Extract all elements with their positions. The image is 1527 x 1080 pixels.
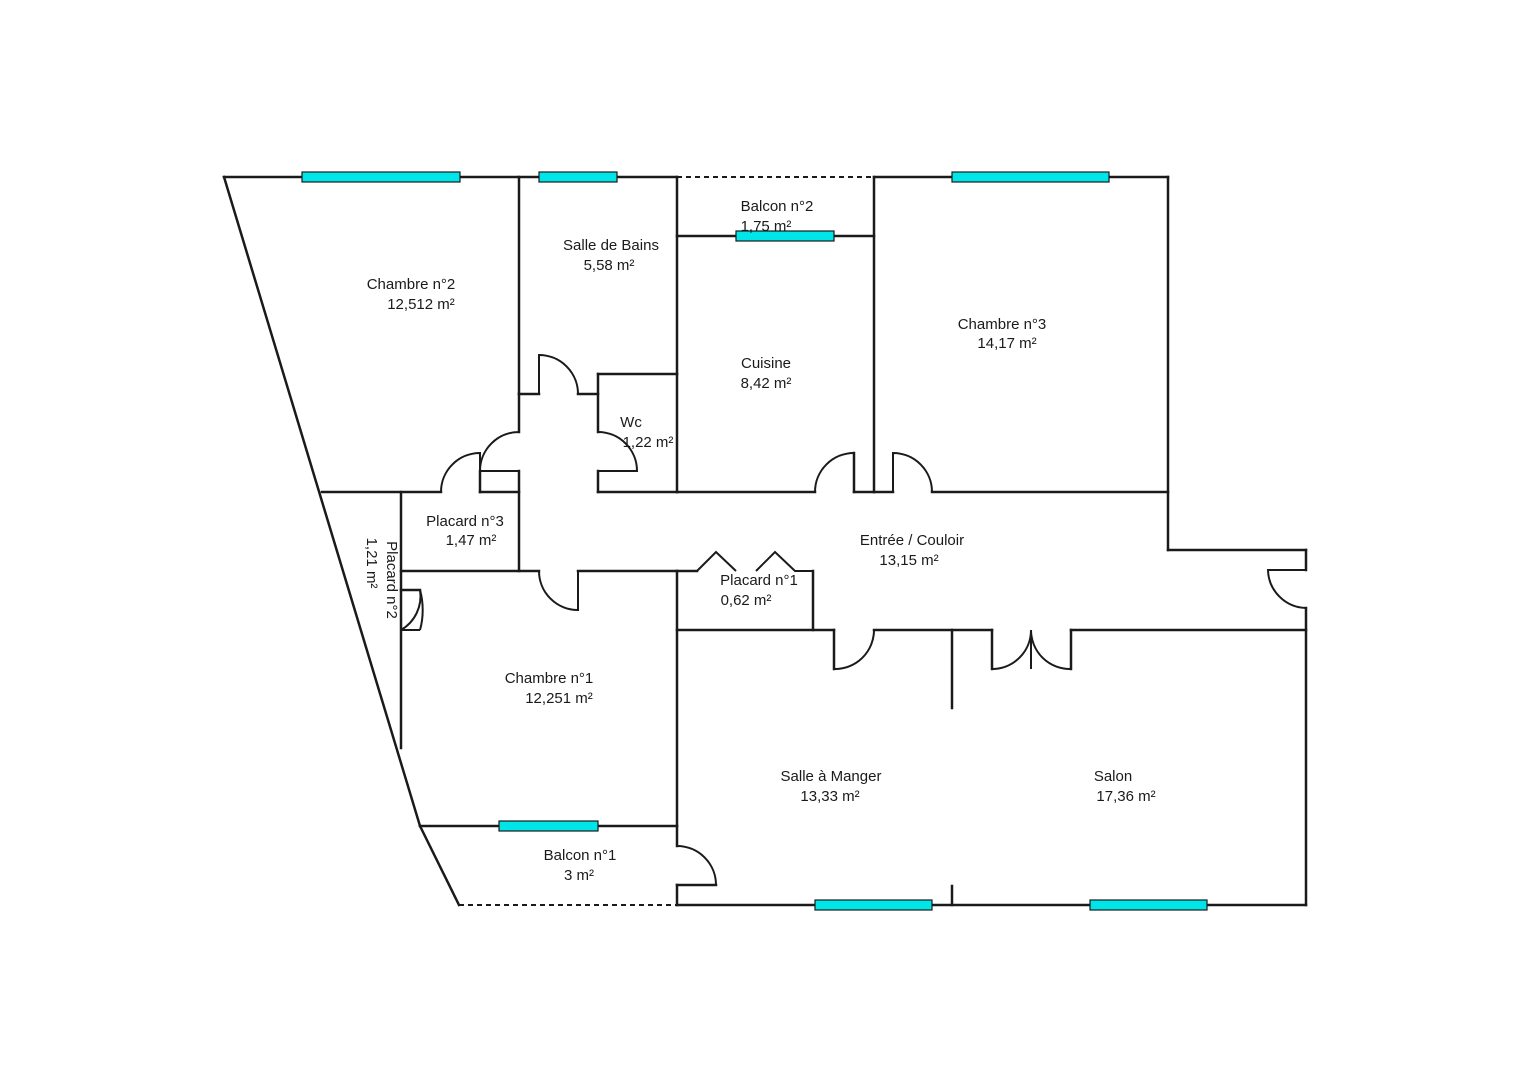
room-name-placard-1: Placard n°1 bbox=[720, 572, 798, 589]
room-name-placard-3: Placard n°3 bbox=[426, 513, 504, 530]
room-area-chambre-3: 14,17 m² bbox=[977, 335, 1036, 352]
window-salle-de-bains bbox=[538, 171, 618, 183]
room-name-salle-de-bains: Salle de Bains bbox=[563, 237, 659, 254]
window-cuisine bbox=[735, 230, 835, 242]
room-name-salle-a-manger: Salle à Manger bbox=[781, 768, 882, 785]
room-name-wc: Wc bbox=[620, 414, 642, 431]
room-name-chambre-3: Chambre n°3 bbox=[958, 316, 1047, 333]
room-area-chambre-1: 12,251 m² bbox=[525, 690, 593, 707]
room-name-entree-couloir: Entrée / Couloir bbox=[860, 532, 964, 549]
window-chambre-3 bbox=[951, 171, 1110, 183]
balcony-edges bbox=[459, 176, 874, 906]
room-area-salle-a-manger: 13,33 m² bbox=[800, 788, 859, 805]
room-area-salon: 17,36 m² bbox=[1096, 788, 1155, 805]
doors bbox=[400, 353, 1307, 886]
room-area-wc: 1,22 m² bbox=[623, 434, 674, 451]
window-chambre-1 bbox=[498, 820, 599, 832]
window-salle-a-manger bbox=[814, 899, 933, 911]
room-area-entree-couloir: 13,15 m² bbox=[879, 552, 938, 569]
room-area-placard-3: 1,47 m² bbox=[446, 532, 497, 549]
room-name-salon: Salon bbox=[1094, 768, 1132, 785]
room-name-chambre-1: Chambre n°1 bbox=[505, 670, 594, 687]
room-area-chambre-2: 12,512 m² bbox=[387, 296, 455, 313]
windows bbox=[301, 171, 1208, 911]
window-chambre-2 bbox=[301, 171, 461, 183]
room-area-salle-de-bains: 5,58 m² bbox=[584, 257, 635, 274]
room-name-balcon-1: Balcon n°1 bbox=[544, 847, 617, 864]
room-area-balcon-2: 1,75 m² bbox=[741, 218, 792, 235]
room-name-cuisine: Cuisine bbox=[741, 355, 791, 372]
room-area-cuisine: 8,42 m² bbox=[741, 375, 792, 392]
room-labels: Chambre n°2 12,512 m² Salle de Bains 5,5… bbox=[363, 198, 1156, 884]
room-area-placard-2: 1,21 m² bbox=[363, 538, 380, 589]
room-area-balcon-1: 3 m² bbox=[564, 867, 594, 884]
room-name-chambre-2: Chambre n°2 bbox=[367, 276, 456, 293]
room-area-placard-1: 0,62 m² bbox=[721, 592, 772, 609]
window-salon bbox=[1089, 899, 1208, 911]
room-name-balcon-2: Balcon n°2 bbox=[741, 198, 814, 215]
room-name-placard-2: Placard n°2 bbox=[383, 541, 400, 619]
